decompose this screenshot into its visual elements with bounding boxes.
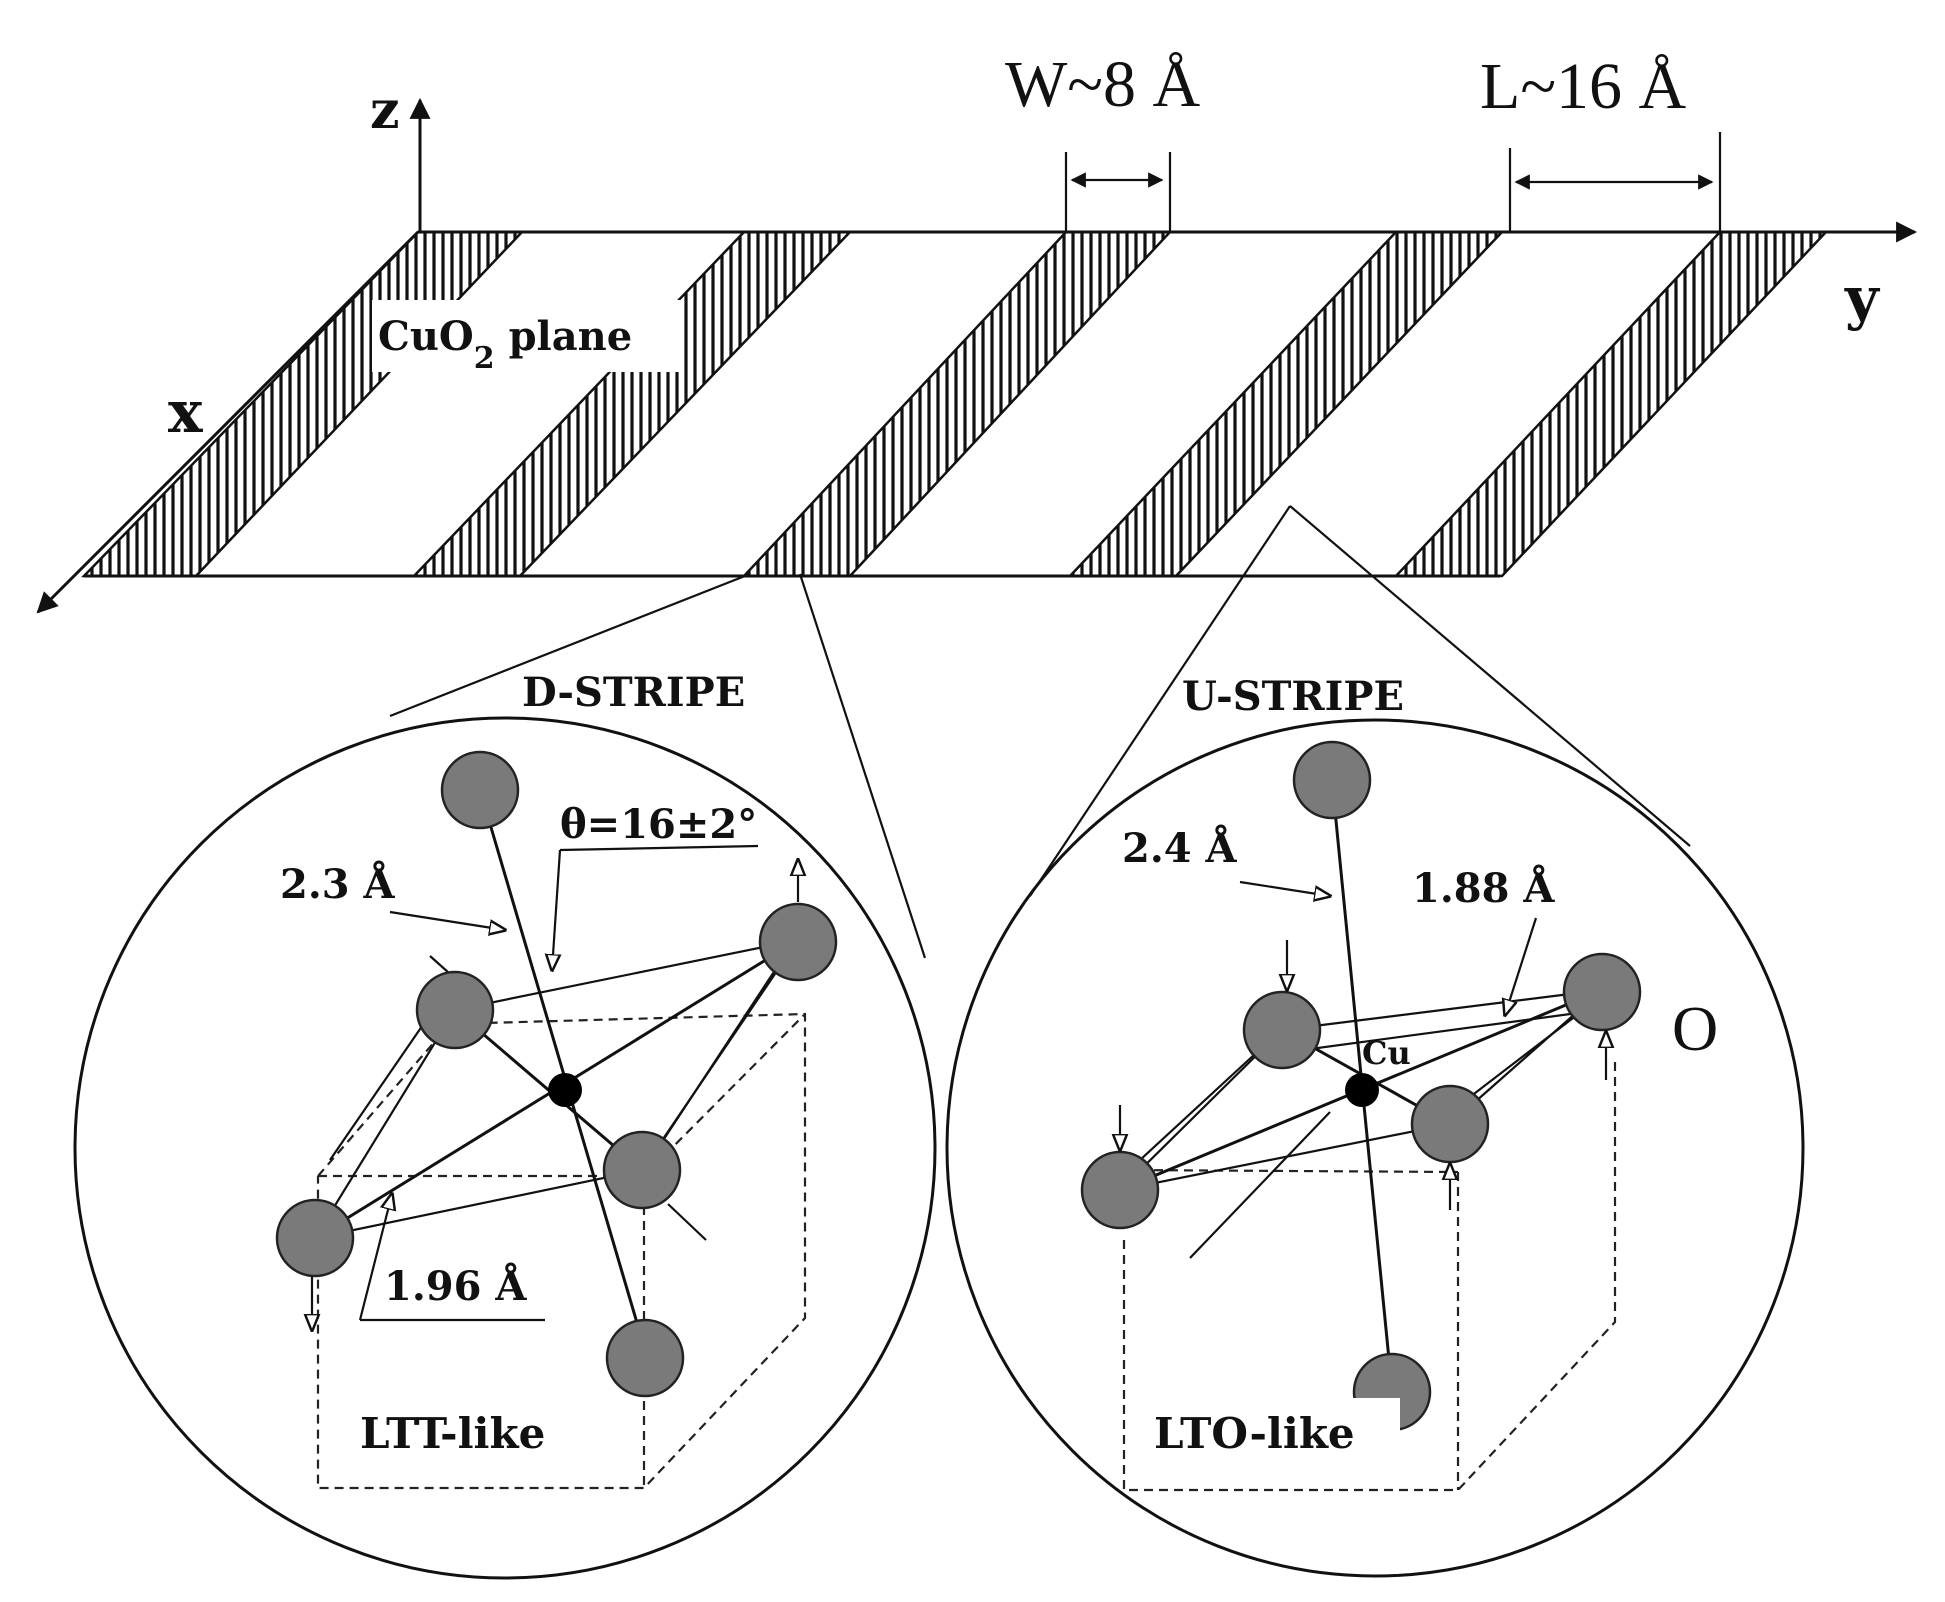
d-oxygen-front xyxy=(602,1130,682,1210)
period-dimension: L~16 Å xyxy=(1480,50,1722,232)
d-planar-distance: 1.96 Å xyxy=(384,1263,527,1310)
u-dashed-box xyxy=(1122,1060,1617,1492)
u-stripe-circle xyxy=(945,718,1805,1578)
d-oxygen-back xyxy=(415,970,495,1050)
u-oxygen-right xyxy=(1562,952,1642,1032)
d-oxygen-right xyxy=(758,902,838,982)
d-tilt-angle: θ=16±2° xyxy=(560,801,757,848)
u-oxygen-left xyxy=(1080,1150,1160,1230)
u-apical-distance: 2.4 Å xyxy=(1122,825,1238,872)
plane-label-background xyxy=(372,300,682,372)
u-stripe-panel: U-STRIPE 2.4 Å 1.88 Å xyxy=(945,669,1805,1578)
plane-label: CuO2 plane xyxy=(378,313,632,376)
d-oxygen-apical-bottom xyxy=(605,1318,685,1398)
u-phase-label: LTO-like xyxy=(1154,1409,1355,1458)
d-stripe-circle xyxy=(73,716,937,1580)
d-stripe-title: D-STRIPE xyxy=(522,669,745,716)
stripe-5 xyxy=(1393,230,1829,578)
d-oxygen-apical-top xyxy=(440,750,520,830)
stripe-1 xyxy=(81,230,525,578)
cuo2-plane-panel: z y x CuO2 plane W~8 Å L~16 Å xyxy=(36,48,1918,614)
d-oxygen-left xyxy=(275,1198,355,1278)
d-copper-atom xyxy=(548,1073,582,1107)
u-copper-atom xyxy=(1345,1073,1379,1107)
u-o-label: O xyxy=(1672,993,1718,1064)
x-axis-line xyxy=(36,230,420,614)
stripe-2 xyxy=(411,230,853,578)
z-axis-label: z xyxy=(370,80,400,141)
period-label: L~16 Å xyxy=(1480,50,1687,123)
d-apical-distance: 2.3 Å xyxy=(280,861,396,908)
stripe-4 xyxy=(1067,230,1505,578)
u-stripe-title: U-STRIPE xyxy=(1182,673,1404,720)
stripe-3 xyxy=(741,230,1173,578)
u-oxygen-back xyxy=(1242,990,1322,1070)
u-oxygen-apical-top xyxy=(1292,740,1372,820)
callout-lines xyxy=(389,505,1691,959)
width-dimension: W~8 Å xyxy=(1005,48,1201,232)
u-cu-label: Cu xyxy=(1362,1034,1411,1072)
y-axis-label: y xyxy=(1844,264,1881,332)
x-axis-label: x xyxy=(168,378,203,446)
u-oxygen-front xyxy=(1410,1084,1490,1164)
d-phase-label: LTT-like xyxy=(360,1409,545,1458)
d-stripe-panel: D-STRIPE 2.3 Å θ=16±2° xyxy=(73,665,937,1580)
u-planar-distance: 1.88 Å xyxy=(1412,865,1555,912)
width-label: W~8 Å xyxy=(1005,48,1201,121)
